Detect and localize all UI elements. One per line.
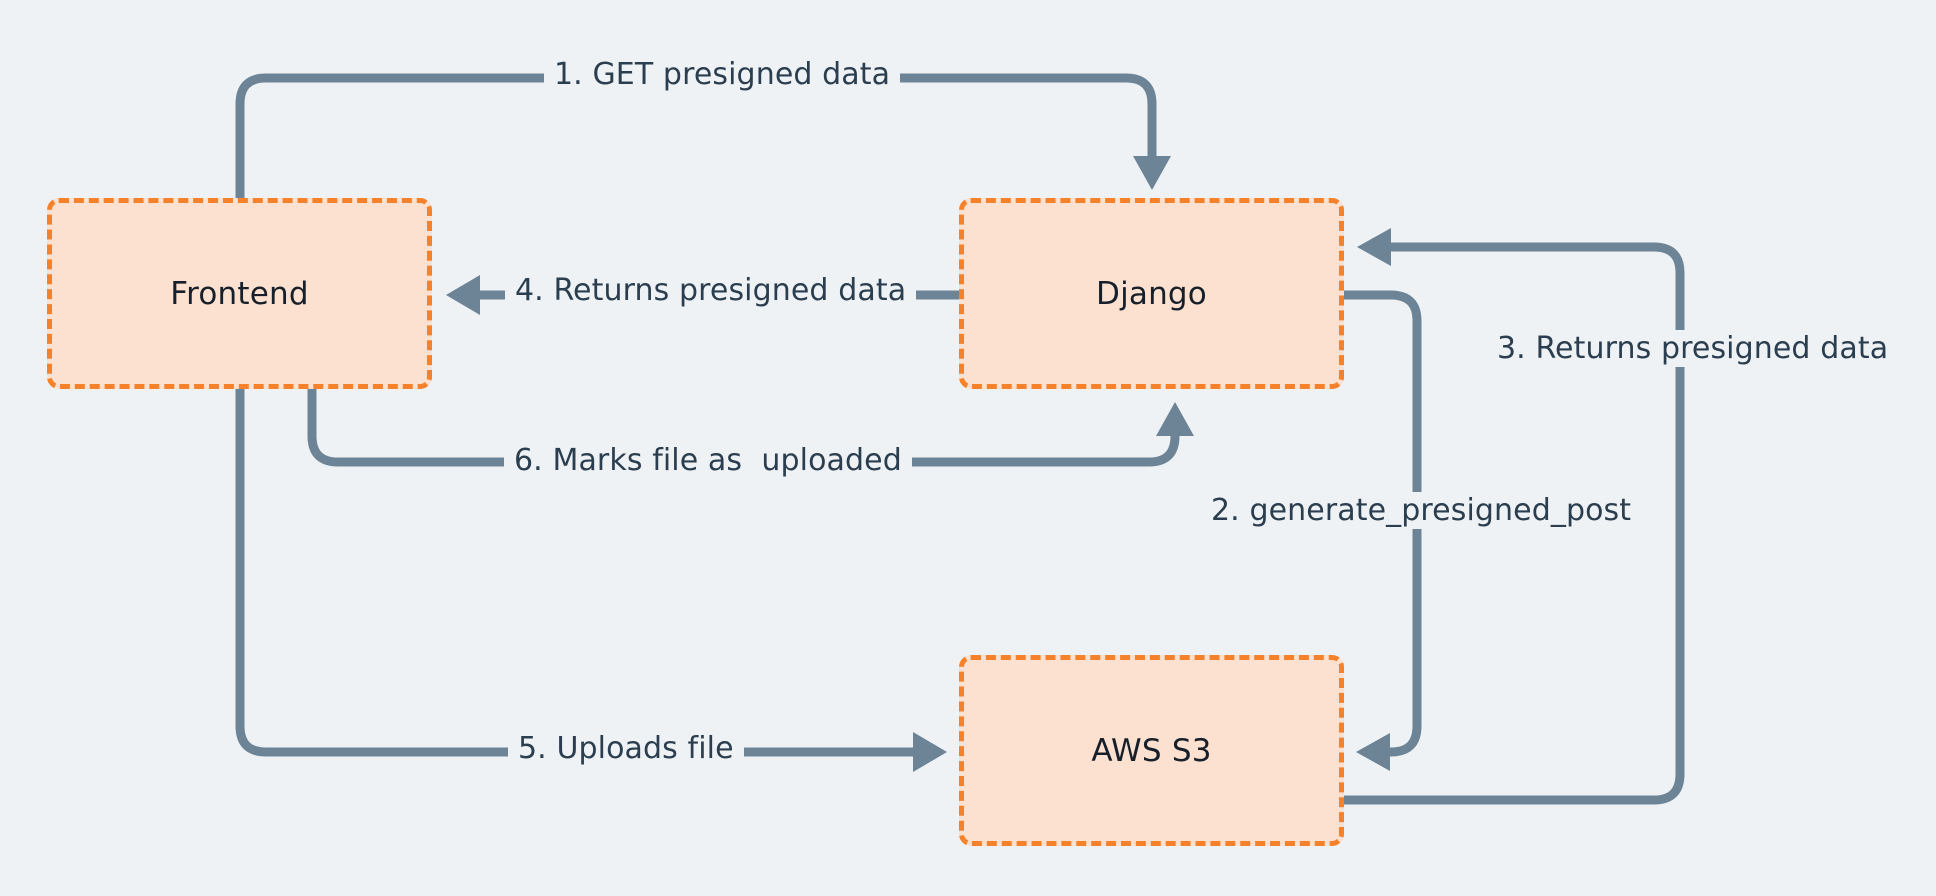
edge-2-generate-presigned-post bbox=[1339, 290, 1422, 771]
edge-label-3: 3. Returns presigned data bbox=[1487, 330, 1899, 367]
node-frontend[interactable]: Frontend bbox=[47, 198, 432, 389]
edge-5-arrowhead bbox=[913, 732, 947, 772]
edge-3-arrowhead bbox=[1357, 228, 1391, 266]
node-aws-s3[interactable]: AWS S3 bbox=[959, 655, 1344, 846]
edge-label-6: 6. Marks file as uploaded bbox=[504, 442, 912, 479]
node-frontend-label: Frontend bbox=[170, 275, 309, 312]
edge-3-returns-presigned-data bbox=[1339, 228, 1685, 805]
edge-label-4: 4. Returns presigned data bbox=[505, 272, 917, 309]
edge-label-5: 5. Uploads file bbox=[508, 730, 744, 767]
edge-6-arrowhead bbox=[1156, 402, 1194, 436]
edge-5-path bbox=[235, 384, 927, 757]
edge-1-arrowhead bbox=[1133, 156, 1171, 190]
edge-1-get-presigned-data bbox=[235, 73, 1171, 203]
edge-1-path bbox=[235, 73, 1157, 203]
edge-label-1: 1. GET presigned data bbox=[544, 56, 901, 93]
edge-label-2: 2. generate_presigned_post bbox=[1201, 492, 1642, 529]
edge-4-arrowhead bbox=[446, 275, 480, 315]
node-aws-s3-label: AWS S3 bbox=[1091, 732, 1212, 769]
edge-2-arrowhead bbox=[1356, 733, 1390, 771]
edge-3-path bbox=[1339, 242, 1685, 805]
node-django-label: Django bbox=[1096, 275, 1207, 312]
node-django[interactable]: Django bbox=[959, 198, 1344, 389]
edge-5-uploads-file bbox=[235, 384, 947, 772]
